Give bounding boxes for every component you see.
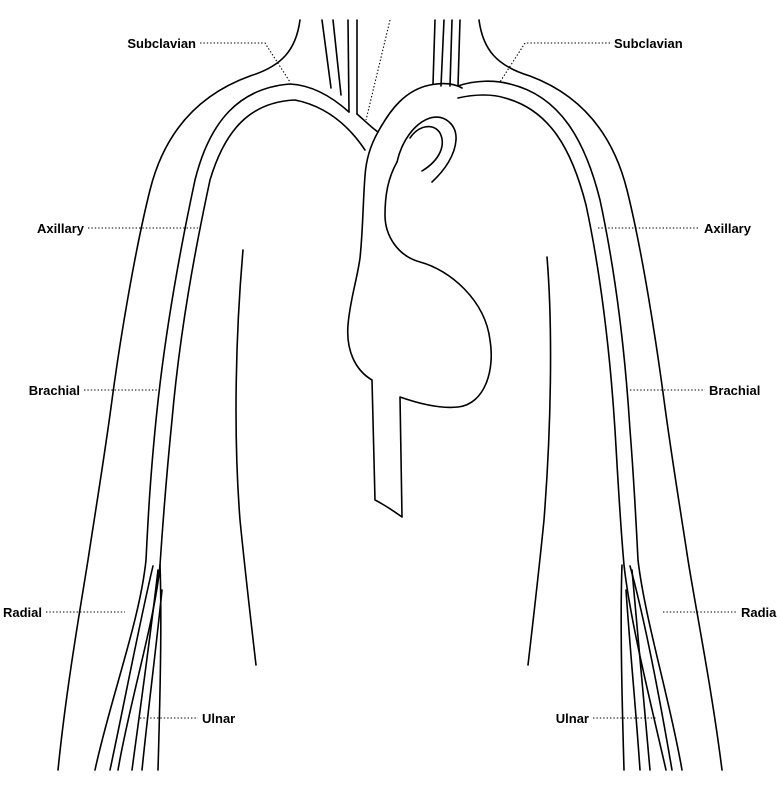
label-subclavian-right: Subclavian — [614, 36, 683, 51]
label-subclavian-left: Subclavian — [127, 36, 196, 51]
left-subclavian-axillary-brachial-outer — [94, 83, 350, 771]
right-arm-artery — [457, 80, 683, 771]
label-ulnar-right: Ulnar — [556, 711, 589, 726]
aortic-arch-top — [377, 82, 463, 133]
right-ulnar-inner — [625, 589, 641, 771]
right-neck-shoulder-arm-outline — [478, 19, 723, 771]
leader-subclavian-left — [200, 42, 291, 83]
left-arm-artery — [94, 83, 366, 771]
right-subclavian-axillary-brachial-outer — [457, 80, 683, 771]
leader-subclavian-right — [499, 42, 610, 83]
right-forearm-inner — [620, 564, 625, 771]
right-carotid-inner — [440, 19, 445, 87]
left-neck-shoulder-arm-outline — [57, 19, 301, 771]
label-ulnar-left: Ulnar — [202, 711, 235, 726]
left-carotid-inner — [332, 19, 342, 96]
label-axillary-left: Axillary — [37, 221, 85, 236]
heart-and-aorta — [346, 82, 492, 518]
heart-outline — [346, 131, 492, 518]
left-forearm-inner — [157, 564, 162, 771]
label-axillary-right: Axillary — [704, 221, 752, 236]
left-radial-inner — [109, 565, 154, 771]
right-subclavian-axillary-brachial-inner — [457, 94, 667, 771]
leader-lines — [46, 19, 737, 719]
label-brachial-left: Brachial — [29, 383, 80, 398]
neck-arteries — [321, 19, 461, 133]
left-armpit-outline — [235, 249, 257, 666]
brachiocephalic-junction — [356, 113, 379, 133]
aortic-arch-inner — [409, 125, 444, 172]
left-carotid-outer — [321, 19, 332, 89]
right-armpit-outline — [527, 256, 552, 666]
label-radial-left: Radial — [3, 605, 42, 620]
leader-aorta — [365, 19, 391, 121]
label-radial-right: Radial — [741, 605, 777, 620]
label-brachial-right: Brachial — [709, 383, 760, 398]
left-vessel-3-outer — [347, 19, 350, 113]
labels: Subclavian Subclavian Axillary Axillary … — [3, 36, 777, 726]
right-vessel-2-outer — [449, 19, 453, 87]
left-ulnar-outer — [131, 569, 159, 771]
body-outline — [57, 19, 723, 771]
right-ulnar-outer — [631, 569, 651, 771]
right-radial-inner — [629, 565, 673, 771]
right-vessel-2-inner — [457, 19, 461, 87]
left-ulnar-inner — [141, 589, 163, 771]
aortic-arch-outer — [396, 116, 457, 183]
right-carotid-outer — [432, 19, 436, 85]
